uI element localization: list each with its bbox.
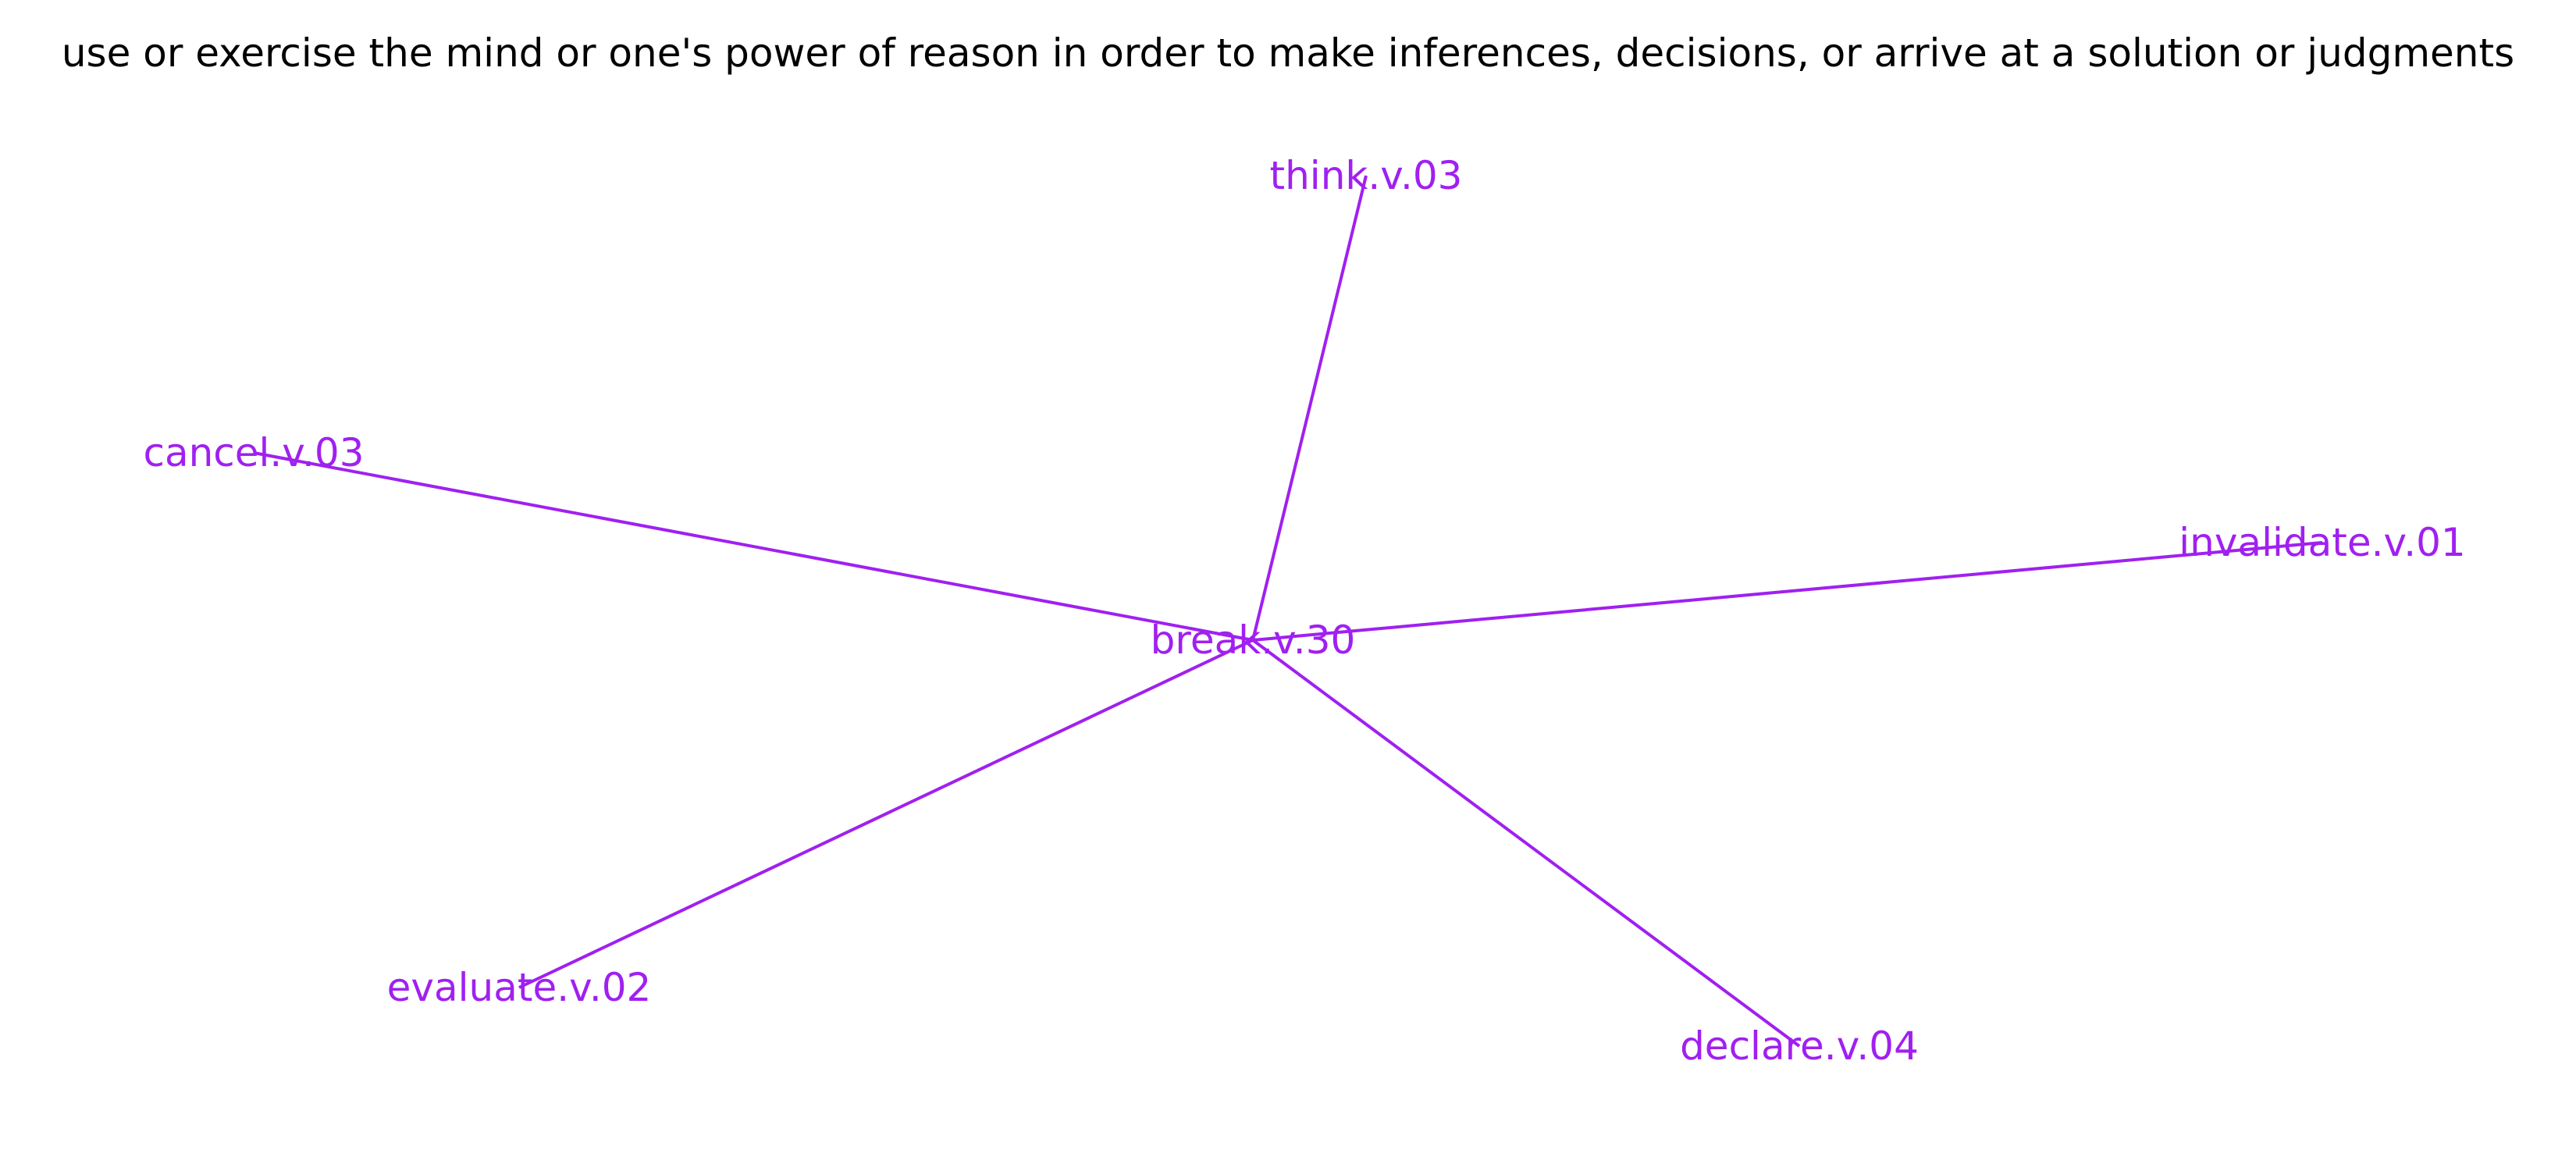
node-label-break.v.30: break.v.30 xyxy=(1151,618,1356,663)
node-label-think.v.03: think.v.03 xyxy=(1270,153,1463,198)
node-label-invalidate.v.01: invalidate.v.01 xyxy=(2179,520,2465,565)
nodes: break.v.30 think.v.03 cancel.v.03 invalidat… xyxy=(143,153,2465,1069)
edge-break.v.30-evaluate.v.02 xyxy=(518,639,1254,989)
edge-break.v.30-think.v.03 xyxy=(1251,175,1368,641)
graph-title: use or exercise the mind or one's power … xyxy=(62,30,2514,76)
node-label-declare.v.04: declare.v.04 xyxy=(1680,1023,1919,1069)
edge-break.v.30-cancel.v.03 xyxy=(253,451,1254,642)
edge-break.v.30-declare.v.04 xyxy=(1251,639,1801,1048)
edge-break.v.30-invalidate.v.01 xyxy=(1252,541,2323,642)
node-label-cancel.v.03: cancel.v.03 xyxy=(143,430,364,475)
node-label-evaluate.v.02: evaluate.v.02 xyxy=(387,965,652,1010)
edges xyxy=(253,175,2323,1048)
